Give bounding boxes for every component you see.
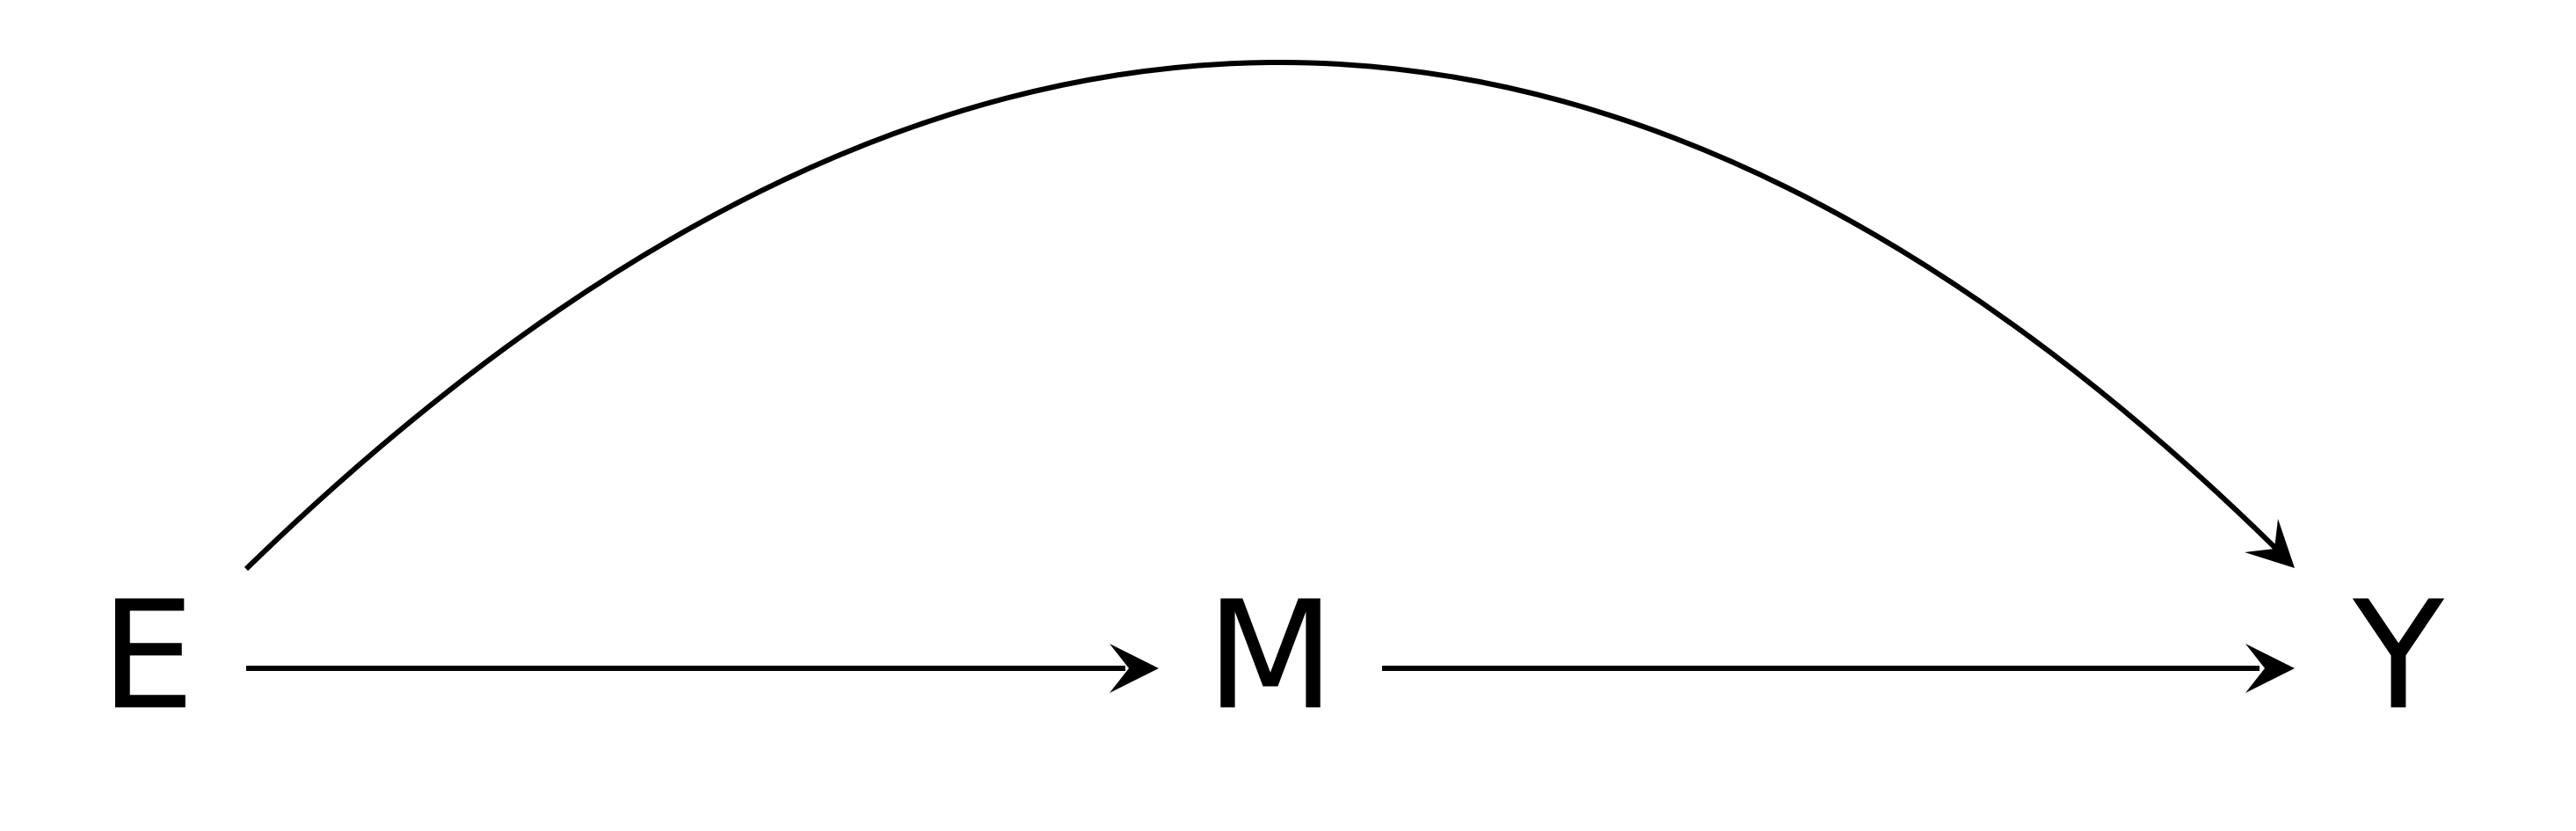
edge-e-to-y — [244, 59, 2295, 572]
edge-e-to-y-arrowhead — [2245, 519, 2295, 568]
node-m-label: M — [1206, 569, 1335, 743]
node-e-label: E — [100, 569, 194, 743]
edge-m-to-y-arrowhead — [2245, 644, 2295, 693]
edge-e-to-y-curve — [244, 59, 2280, 572]
edge-e-to-m-arrowhead — [1110, 644, 1159, 693]
node-y-label: Y — [2352, 569, 2445, 743]
edge-e-to-m — [246, 644, 1159, 693]
edge-m-to-y — [1382, 644, 2295, 693]
